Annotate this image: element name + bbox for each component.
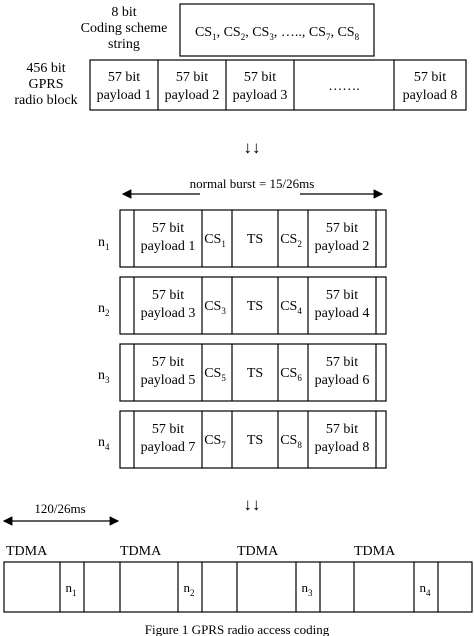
block-ellipsis: ……. [328,79,360,94]
block-payload2-bits: 57 bit [176,70,208,85]
block-payload8-label: payload 8 [403,88,458,103]
coding-label-line3: string [108,37,140,52]
burst-row-label: n3 [98,368,110,385]
burst-cs-b: CS4 [280,299,302,316]
tdma-slot-n4: n4 [420,580,432,598]
burst-ts: TS [247,433,263,448]
block-payload2-label: payload 2 [165,88,220,103]
tdma-slot-n3: n3 [302,580,314,598]
block-label-line2: GPRS [28,77,63,92]
burst-left-payload-label: payload 1 [141,239,196,254]
burst-row-1: n1 57 bit payload 1 CS1 TS CS2 57 bit pa… [98,209,387,268]
tdma-label-1: TDMA [6,544,48,559]
block-label-line1: 456 bit [26,61,65,76]
burst-row-2: n2 57 bit payload 3 CS3 TS CS4 57 bit pa… [98,276,387,335]
radio-block [89,59,467,111]
burst-left-payload-bits: 57 bit [152,355,184,370]
burst-left-payload-bits: 57 bit [152,422,184,437]
burst-right-payload-bits: 57 bit [326,355,358,370]
tdma-label-3: TDMA [237,544,279,559]
block-payload3-label: payload 3 [233,88,288,103]
coding-string-box [179,3,375,57]
burst-cs-b: CS8 [280,433,302,450]
burst-cs-a: CS3 [204,299,226,316]
burst-duration-label: normal burst = 15/26ms [190,176,315,191]
block-payload1-bits: 57 bit [108,70,140,85]
burst-row-label: n4 [98,435,110,452]
tdma-slot-n2: n2 [184,580,195,598]
burst-cs-a: CS1 [204,232,226,249]
burst-cs-a: CS7 [204,433,226,450]
frame-duration-label: 120/26ms [34,501,85,516]
burst-ts: TS [247,232,263,247]
coding-label-line2: Coding scheme [81,21,168,36]
burst-row-label: n1 [98,235,110,252]
block-label-line3: radio block [14,93,77,108]
burst-left-payload-label: payload 5 [141,373,196,388]
block-payload8-bits: 57 bit [414,70,446,85]
burst-row-label: n2 [98,301,110,318]
burst-ts: TS [247,299,263,314]
block-payload1-label: payload 1 [97,88,152,103]
burst-right-payload-bits: 57 bit [326,221,358,236]
figure-caption: Figure 1 GPRS radio access coding [145,622,330,636]
tdma-slot-n1: n1 [66,580,77,598]
tdma-frame-bar [3,561,473,613]
burst-right-payload-label: payload 4 [315,306,370,321]
down-arrows-1: ↓↓ [244,138,261,157]
tdma-label-4: TDMA [354,544,396,559]
burst-row-4: n4 57 bit payload 7 CS7 TS CS8 57 bit pa… [98,410,387,469]
burst-cs-a: CS5 [204,366,226,383]
burst-right-payload-label: payload 2 [315,239,370,254]
coding-string-text: CS1, CS2, CS3, ….., CS7, CS8 [195,25,360,42]
burst-right-payload-label: payload 8 [315,440,370,455]
burst-right-payload-bits: 57 bit [326,422,358,437]
coding-label-line1: 8 bit [111,5,136,20]
burst-left-payload-label: payload 3 [141,306,196,321]
burst-right-payload-label: payload 6 [315,373,370,388]
tdma-label-2: TDMA [120,544,162,559]
burst-cs-b: CS6 [280,366,302,383]
burst-cs-b: CS2 [280,232,302,249]
burst-left-payload-bits: 57 bit [152,221,184,236]
burst-left-payload-label: payload 7 [141,440,196,455]
block-payload3-bits: 57 bit [244,70,276,85]
burst-ts: TS [247,366,263,381]
burst-left-payload-bits: 57 bit [152,288,184,303]
burst-right-payload-bits: 57 bit [326,288,358,303]
down-arrows-2: ↓↓ [244,495,261,514]
burst-row-3: n3 57 bit payload 5 CS5 TS CS6 57 bit pa… [98,343,387,402]
